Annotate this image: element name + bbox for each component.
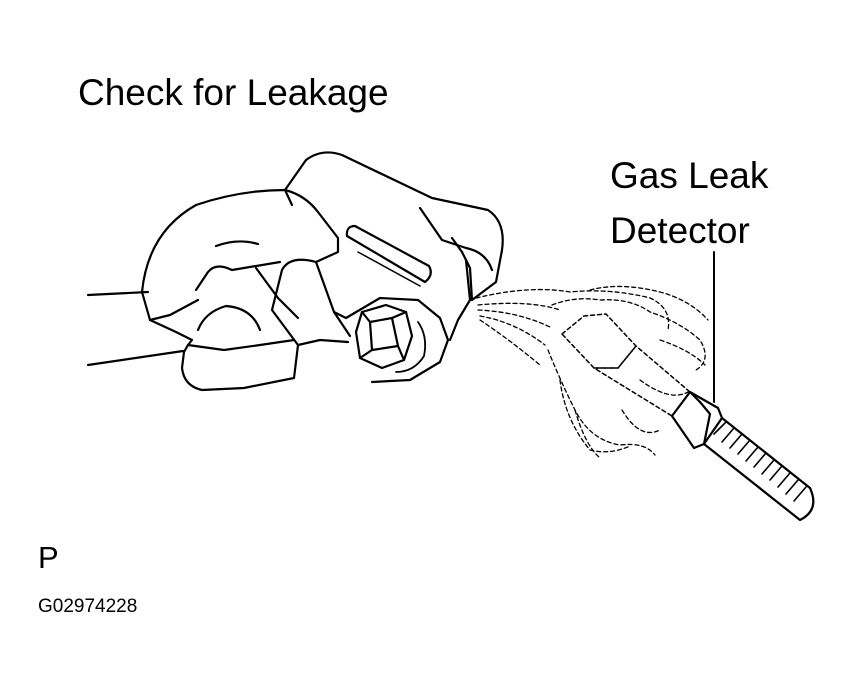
view-letter: P	[38, 540, 59, 575]
detector-label-line2: Detector	[610, 210, 750, 251]
gas-leak-detector-probe-icon	[561, 313, 815, 522]
union-fitting-icon	[140, 151, 504, 392]
pipe-tube-icon	[86, 290, 185, 367]
detector-label-line1: Gas Leak	[610, 155, 769, 196]
gas-leak-puff-icon	[475, 285, 709, 459]
diagram-title: Check for Leakage	[78, 72, 389, 113]
figure-code: G02974228	[38, 596, 138, 617]
